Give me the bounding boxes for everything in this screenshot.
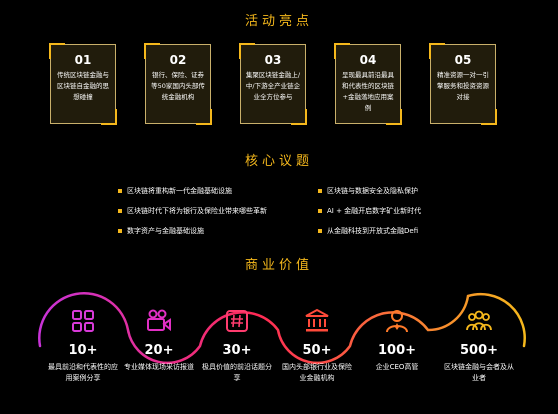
value-item: 100+ 企业CEO高管 [362, 308, 432, 373]
video-camera-icon [147, 309, 171, 332]
value-item: 30+ 极具价值的前沿话题分享 [202, 308, 272, 384]
value-item: 10+ 最具前沿和代表性的应用案例分享 [48, 308, 118, 384]
value-number: 30+ [222, 343, 252, 358]
highlight-text: 集聚区块链金融上/中/下游全产业链企业全方位参与 [245, 71, 301, 101]
bullet-square-icon [318, 189, 322, 193]
grid-app-icon [72, 310, 94, 332]
bullet-square-icon [118, 189, 122, 193]
highlight-number: 05 [454, 53, 472, 67]
highlight-card: 04 呈现最具前沿最具和代表性的区块链+金融落地应用案例 [334, 43, 402, 125]
topic-item: AI + 金融开启数字矿业新时代 [318, 206, 421, 216]
value-number: 500+ [459, 343, 499, 358]
highlight-card: 05 精准资源一对一引擎服务和投资资源对接 [429, 43, 497, 125]
value-number: 50+ [302, 343, 332, 358]
section-title-highlights: 活动亮点 [244, 14, 313, 29]
highlight-card: 03 集聚区块链金融上/中/下游全产业链企业全方位参与 [239, 43, 307, 125]
topic-text: AI + 金融开启数字矿业新时代 [327, 207, 422, 215]
topic-text: 从金融科技到开放式金融Defi [327, 227, 419, 235]
value-number: 10+ [68, 343, 98, 358]
user-tie-icon [386, 310, 408, 333]
highlight-text: 精准资源一对一引擎服务和投资资源对接 [437, 71, 489, 101]
bullet-square-icon [318, 209, 322, 213]
highlight-text: 呈现最具前沿最具和代表性的区块链+金融落地应用案例 [342, 71, 394, 112]
highlight-card: 02 银行、保险、证券等50家国内头部传统金融机构 [144, 43, 212, 125]
value-desc: 国内头部银行业及保险业金融机构 [282, 363, 352, 382]
bullet-square-icon [318, 229, 322, 233]
value-desc: 企业CEO高管 [375, 363, 419, 371]
value-desc: 专业媒体现场采访报道 [124, 363, 194, 371]
topic-text: 区块链将重构新一代金融基础设施 [127, 187, 232, 195]
highlight-number: 01 [74, 53, 92, 67]
bullet-square-icon [118, 229, 122, 233]
value-desc: 最具前沿和代表性的应用案例分享 [48, 363, 118, 382]
value-number: 100+ [377, 343, 417, 358]
topic-item: 数字资产与金融基础设施 [118, 226, 204, 236]
topic-item: 区块链时代下将为银行及保险业带来哪些革新 [118, 206, 267, 216]
value-desc: 极具价值的前沿话题分享 [202, 363, 272, 382]
document-hash-icon [226, 310, 248, 332]
bank-icon [305, 308, 329, 332]
topic-text: 数字资产与金融基础设施 [127, 227, 204, 235]
highlight-number: 03 [264, 53, 282, 67]
group-icon [466, 310, 492, 331]
highlight-card: 01 传统区块链金融与区块链自金融的思想碰撞 [49, 43, 117, 125]
topic-item: 区块链与数据安全及隐私保护 [318, 186, 418, 196]
topic-item: 区块链将重构新一代金融基础设施 [118, 186, 232, 196]
value-item: 500+ 区块链金融与会者及从业者 [444, 308, 514, 384]
highlight-text: 银行、保险、证券等50家国内头部传统金融机构 [151, 71, 205, 101]
value-item: 20+ 专业媒体现场采访报道 [124, 308, 194, 373]
value-item: 50+ 国内头部银行业及保险业金融机构 [282, 308, 352, 384]
section-title-value: 商业价值 [244, 258, 313, 273]
highlight-number: 02 [169, 53, 187, 67]
highlight-text: 传统区块链金融与区块链自金融的思想碰撞 [57, 71, 109, 101]
section-title-topics: 核心议题 [244, 154, 313, 169]
highlight-number: 04 [359, 53, 377, 67]
topic-text: 区块链时代下将为银行及保险业带来哪些革新 [127, 207, 267, 215]
bullet-square-icon [118, 209, 122, 213]
value-desc: 区块链金融与会者及从业者 [444, 363, 514, 382]
value-number: 20+ [144, 343, 174, 358]
topic-item: 从金融科技到开放式金融Defi [318, 226, 418, 236]
topic-text: 区块链与数据安全及隐私保护 [327, 187, 418, 195]
